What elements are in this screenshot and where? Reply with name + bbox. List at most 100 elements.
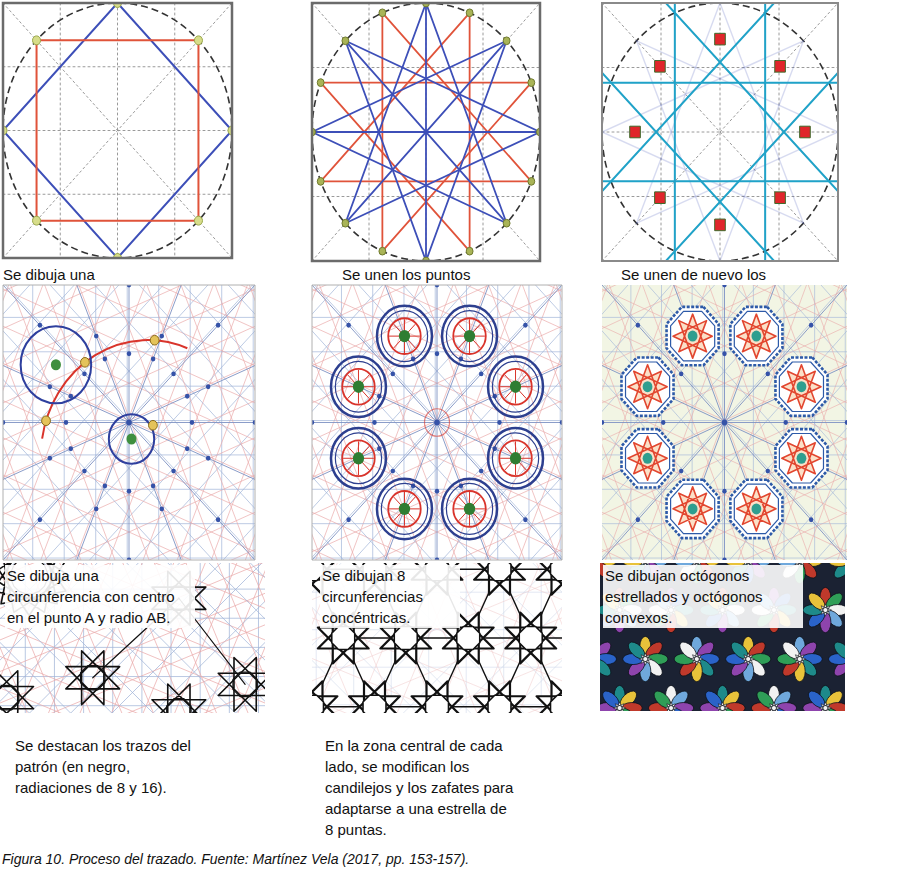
pattern-stars-stroke-stroke (457, 627, 480, 650)
step-caption: Se unen de nuevo los (621, 264, 851, 285)
construction-step-6-stroke-stroke (730, 307, 782, 365)
construction-step-4-stroke-stroke (94, 506, 99, 511)
construction-step-4-stroke-stroke (64, 420, 69, 425)
pattern-stars-stroke-stroke (312, 626, 449, 713)
construction-step-4-stroke-stroke (94, 334, 99, 339)
construction-step-2-stroke-stroke (345, 3, 426, 223)
pattern-stars-stroke-stroke (474, 681, 525, 713)
construction-step-5-stroke-stroke (377, 479, 432, 540)
construction-step-1 (0, 0, 236, 262)
pattern-stars-stroke-stroke (474, 563, 525, 595)
construction-step-3-stroke-stroke (602, 67, 838, 68)
construction-step-5-stroke-stroke (312, 285, 562, 560)
pattern-stars-stroke-stroke (505, 613, 556, 664)
tile-photo-stroke-stroke (613, 702, 625, 711)
construction-step-3-stroke-stroke (602, 49, 796, 261)
construction-step-5-stroke-stroke (488, 356, 543, 417)
construction-step-5-stroke-stroke (523, 517, 528, 522)
pattern-lines-stroke-stroke (186, 563, 265, 713)
pattern-stars-stroke-stroke (312, 667, 562, 668)
construction-step-6-stroke-stroke (621, 357, 673, 415)
construction-step-5-stroke-stroke (335, 285, 562, 310)
construction-step-6-stroke-stroke (737, 314, 776, 358)
construction-step-5-stroke-stroke (464, 330, 475, 342)
pattern-stars-stroke-stroke (537, 681, 562, 713)
construction-step-3-stroke-stroke (715, 219, 726, 231)
construction-step-6-stroke-stroke (636, 517, 640, 522)
construction-step-6-stroke-stroke (775, 357, 827, 415)
construction-step-6-stroke-stroke (671, 311, 715, 361)
construction-step-1-stroke-stroke (3, 3, 232, 258)
pattern-lines-stroke-stroke (0, 563, 222, 713)
construction-step-4-stroke (3, 285, 255, 560)
construction-step-4-stroke-stroke (51, 359, 61, 370)
construction-step-4-stroke-stroke (82, 469, 87, 474)
construction-step-2-stroke-stroke (503, 37, 510, 45)
construction-step-2-stroke-stroke (528, 79, 535, 87)
tile-photo-stroke-stroke (828, 563, 845, 567)
pattern-stars-stroke-stroke (312, 681, 337, 713)
construction-step-3-stroke-stroke (674, 3, 676, 261)
construction-step-1-stroke-stroke (3, 3, 232, 258)
construction-step-4-stroke-stroke (151, 484, 156, 489)
construction-step-4-stroke-stroke (82, 371, 87, 376)
pattern-stars-stroke-stroke (426, 695, 449, 713)
construction-step-6-stroke-stroke (679, 371, 683, 376)
construction-step-2-stroke-stroke (317, 79, 324, 87)
construction-step-5-stroke-stroke (388, 491, 421, 527)
construction-step-4-stroke-stroke (185, 394, 190, 399)
construction-step-1-stroke-stroke (37, 40, 199, 220)
pattern-stars-stroke-stroke (551, 563, 563, 581)
construction-step-4-stroke-stroke (48, 384, 53, 389)
construction-step-6-stroke-stroke (654, 285, 795, 560)
construction-step-5-stroke (312, 285, 562, 560)
construction-step-2-stroke (312, 3, 540, 261)
tile-photo-stroke-stroke (819, 604, 831, 616)
construction-step-3-stroke-stroke (602, 3, 838, 261)
construction-step-5-stroke-stroke (435, 351, 440, 356)
tile-photo (571, 515, 899, 760)
construction-step-5-stroke-stroke (381, 311, 427, 362)
construction-step-5-stroke-stroke (435, 489, 440, 494)
construction-step-5-stroke-stroke (499, 369, 531, 405)
pattern-stars-stroke-stroke (519, 627, 542, 650)
construction-step-4-stroke-stroke (3, 344, 255, 502)
construction-step-6-stroke-stroke (667, 307, 719, 365)
construction-step-6-stroke-stroke (779, 434, 823, 484)
construction-step-3-stroke-stroke (637, 41, 838, 132)
pattern-lines-stroke-stroke (0, 685, 19, 709)
pattern-lines-stroke-stroke (218, 657, 265, 711)
construction-step-4-stroke-stroke (103, 484, 108, 489)
step-caption: Se dibujan octógonos estrellados y octóg… (603, 565, 803, 628)
construction-step-6-stroke-stroke (797, 453, 807, 464)
construction-step-4-stroke-stroke (109, 414, 154, 464)
construction-step-5-stroke-stroke (425, 409, 450, 437)
construction-step-6-stroke-stroke (628, 436, 667, 480)
tile-photo-stroke-stroke (639, 653, 651, 665)
construction-step-6-stroke-stroke (602, 500, 838, 560)
construction-step-4-stroke-stroke (190, 420, 195, 425)
step-caption: En la zona central de cada lado, se modi… (325, 735, 515, 840)
construction-step-6-stroke-stroke (775, 429, 827, 487)
construction-step-6-stroke-stroke (734, 311, 778, 361)
construction-step-3-stroke-stroke (655, 61, 666, 73)
pattern-stars-stroke-stroke (312, 563, 562, 713)
construction-step-5-stroke-stroke (453, 491, 486, 527)
construction-step-2-stroke-stroke (466, 247, 473, 255)
construction-step-5-stroke-stroke (434, 419, 440, 425)
construction-step-4-stroke-stroke (3, 295, 58, 560)
construction-step-5-stroke-stroke (353, 381, 364, 393)
construction-step-4-stroke-stroke (21, 326, 92, 403)
pattern-lines-stroke-stroke (0, 563, 265, 656)
construction-step-6-stroke-stroke (782, 436, 821, 480)
construction-step-5-stroke-stroke (346, 323, 351, 328)
construction-step-5-stroke-stroke (446, 311, 492, 362)
tile-photo-stroke-stroke (691, 653, 703, 665)
construction-step-6-stroke-stroke (602, 308, 627, 560)
construction-step-4-stroke-stroke (150, 335, 159, 345)
construction-step-5-stroke-stroke (365, 285, 509, 560)
construction-step-3-stroke-stroke (644, 3, 838, 215)
pattern-stars (213, 414, 661, 850)
construction-step-4-stroke-stroke (185, 446, 190, 451)
construction-step-6-stroke-stroke (673, 487, 712, 531)
